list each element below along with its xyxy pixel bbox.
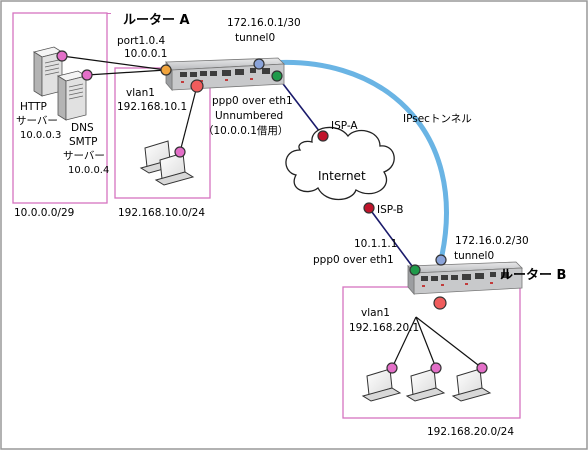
http-label-1: HTTP [20, 101, 47, 113]
ipsec-label: IPsecトンネル [403, 113, 472, 125]
router-b-wan-ip: 10.1.1.1 [354, 238, 397, 250]
router-a-vlan-ip: 192.168.10.1 [117, 101, 187, 113]
router-b-vlan-label: vlan1 [361, 307, 390, 319]
router-b-ppp-dot [409, 264, 421, 276]
router-a-vlan-label: vlan1 [126, 87, 155, 99]
router-a-ppp-dot [271, 70, 283, 82]
router-a-unnumbered: Unnumbered [215, 110, 283, 122]
router-a-tunnel-dot [253, 58, 265, 70]
wan-links [276, 75, 416, 271]
router-b [407, 261, 523, 296]
router-b-vlan-dot [433, 296, 447, 310]
dns-port-dot [81, 69, 93, 81]
router-b-name: ルーター B [500, 268, 566, 283]
dns-label-1: DNS [71, 122, 94, 134]
router-a-vlan-dot [190, 79, 204, 93]
router-a-port-dot [160, 64, 172, 76]
isp-b-dot [363, 202, 375, 214]
internet-label: Internet [318, 169, 366, 183]
router-b-tunnel-label: tunnel0 [454, 250, 494, 262]
dns-ip: 10.0.0.4 [68, 165, 109, 176]
http-ip: 10.0.0.3 [20, 130, 61, 141]
laptop-a2-icon [154, 152, 195, 186]
ipsec-tunnel-path [256, 60, 449, 263]
isp-a-link [276, 75, 324, 137]
port-markers [56, 50, 488, 374]
router-a-tunnel-label: tunnel0 [235, 32, 275, 44]
isp-a-dot [317, 130, 329, 142]
dns-label-3: サーバー [63, 150, 105, 162]
router-b-vlan-ip: 192.168.20.1 [349, 322, 419, 334]
router-a-borrowed: （10.0.0.1借用） [203, 125, 288, 137]
dmz-network-box [12, 12, 108, 204]
links [61, 55, 483, 369]
lan-a-network-label: 192.168.10.0/24 [118, 207, 205, 219]
dns-label-2: SMTP [69, 136, 97, 148]
router-a-port-ip: 10.0.0.1 [124, 48, 167, 60]
router-a [165, 57, 285, 92]
http-server-icon [32, 46, 64, 97]
lan-a-link [179, 85, 198, 153]
router-a-port-label: port1.0.4 [117, 35, 166, 47]
router-b-tunnel-ip: 172.16.0.2/30 [455, 235, 529, 247]
router-a-name: ルーター A [123, 13, 190, 28]
lan-b-network-label: 192.168.20.0/24 [427, 426, 514, 438]
http-port-dot [56, 50, 68, 62]
laptop-b2-icon [405, 368, 446, 402]
dmz-network-label: 10.0.0.0/29 [14, 207, 74, 219]
dns-smtp-server-icon [56, 70, 88, 121]
router-b-tunnel-dot [435, 254, 447, 266]
isp-b-link [368, 207, 416, 271]
laptop-b3-icon [451, 368, 492, 402]
router-a-ppp-label: ppp0 over eth1 [212, 95, 293, 107]
router-a-tunnel-ip: 172.16.0.1/30 [227, 17, 301, 29]
isp-a-label: ISP-A [331, 120, 358, 132]
internet-cloud: Internet [285, 126, 395, 201]
isp-b-label: ISP-B [377, 204, 403, 216]
http-link [61, 55, 167, 71]
router-b-ppp-label: ppp0 over eth1 [313, 254, 394, 266]
laptop-b1-icon [361, 368, 402, 402]
dns-link [86, 69, 167, 76]
http-label-2: サーバー [16, 115, 58, 127]
